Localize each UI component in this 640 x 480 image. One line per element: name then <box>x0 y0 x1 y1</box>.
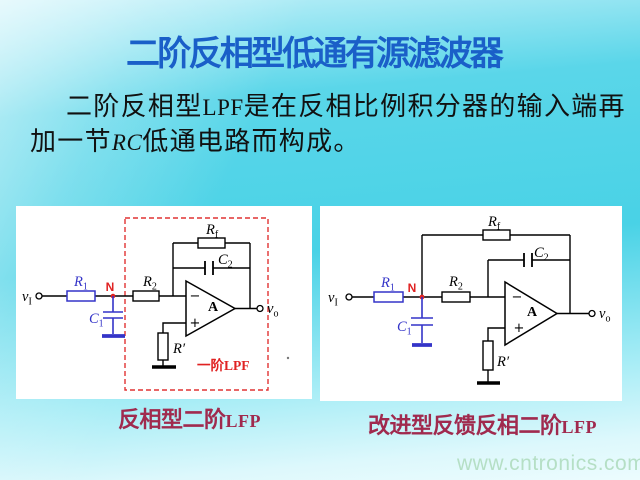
opamp-minus: − <box>190 289 201 304</box>
body-text-line1: 二阶反相型LPF是在反相比例积分器的输入端再 <box>66 86 626 123</box>
input-terminal <box>35 292 43 300</box>
c1-label: C1 <box>89 311 104 330</box>
output-terminal <box>256 304 264 313</box>
r2-label: R2 <box>142 274 157 293</box>
opamp-gain-label: A <box>208 300 219 315</box>
c1-label: C1 <box>397 319 412 338</box>
rprime-label: R′ <box>172 341 186 357</box>
body-line2-rc: RC <box>111 130 143 155</box>
body-line1-post: 是在反相比例积分器的输入端再 <box>243 92 626 121</box>
body-line2-post: 低通电路而构成。 <box>142 127 361 156</box>
resistor-rprime <box>157 332 169 361</box>
resistor-rprime <box>482 340 494 371</box>
left-circuit-caption: 反相型二阶LFP <box>118 402 261 434</box>
right-circuit-panel: − + A vI R1 N C1 R2 Rf C2 R′ vo <box>320 206 622 401</box>
slide-title: 二阶反相型低通有源滤波器 <box>126 36 504 73</box>
vout-label: vo <box>599 306 610 325</box>
r1-label: R1 <box>73 274 88 293</box>
body-line2-pre: 加一节 <box>30 127 112 156</box>
resistor-r2 <box>132 290 160 302</box>
first-order-lpf-label: 一阶LPF <box>197 357 250 373</box>
capacitor-c1 <box>411 297 433 343</box>
opamp <box>504 280 559 347</box>
input-terminal <box>345 293 353 301</box>
node-n-label: N <box>408 281 417 295</box>
capacitor-c2 <box>523 253 533 267</box>
r2-label: R2 <box>448 274 463 293</box>
resistor-rf <box>482 229 511 241</box>
caption-right-latin: LFP <box>561 417 598 437</box>
opamp-plus: + <box>190 316 201 331</box>
first-order-lpf-dashed-box <box>124 217 269 391</box>
right-circuit-caption: 改进型反馈反相二阶LFP <box>368 408 597 440</box>
opamp-gain-label: A <box>527 305 538 320</box>
rf-label: Rf <box>205 222 219 241</box>
node-n-label: N <box>106 280 115 294</box>
output-terminal <box>588 309 596 318</box>
wires <box>352 234 589 382</box>
r1-label: R1 <box>380 275 395 294</box>
capacitor-c2 <box>204 261 214 275</box>
body-line1-lpf: LPF <box>202 95 244 120</box>
body-text-line2: 加一节RC低通电路而构成。 <box>30 121 361 158</box>
resistor-r2 <box>441 291 471 303</box>
vout-label: vo <box>267 301 278 320</box>
watermark: www.cntronics.com <box>457 452 640 475</box>
vin-label: vI <box>328 290 338 309</box>
caption-left-cjk: 反相型二阶 <box>118 407 226 432</box>
c2-label: C2 <box>218 252 233 271</box>
stray-dot <box>286 356 290 360</box>
resistor-r1 <box>373 291 404 303</box>
right-circuit-diagram: − + A vI R1 N C1 R2 Rf C2 R′ vo <box>328 214 610 385</box>
resistor-r1 <box>66 290 96 302</box>
opamp-plus: + <box>514 321 525 336</box>
opamp <box>185 279 237 338</box>
left-circuit-diagram: − + A vI R1 N C1 R2 Rf C2 R′ vo 一阶LPF <box>22 217 290 391</box>
rf-label: Rf <box>487 214 501 233</box>
c2-label: C2 <box>534 245 549 264</box>
rprime-label: R′ <box>496 354 510 370</box>
resistor-rf <box>197 237 226 249</box>
capacitor-c1 <box>103 296 123 334</box>
opamp-minus: − <box>512 290 523 305</box>
left-circuit-panel: − + A vI R1 N C1 R2 Rf C2 R′ vo 一阶LPF <box>16 206 312 399</box>
caption-right-cjk: 改进型反馈反相二阶 <box>368 413 562 438</box>
vin-label: vI <box>22 289 32 308</box>
caption-left-latin: LFP <box>225 411 262 431</box>
body-line1-pre: 二阶反相型 <box>66 92 203 121</box>
